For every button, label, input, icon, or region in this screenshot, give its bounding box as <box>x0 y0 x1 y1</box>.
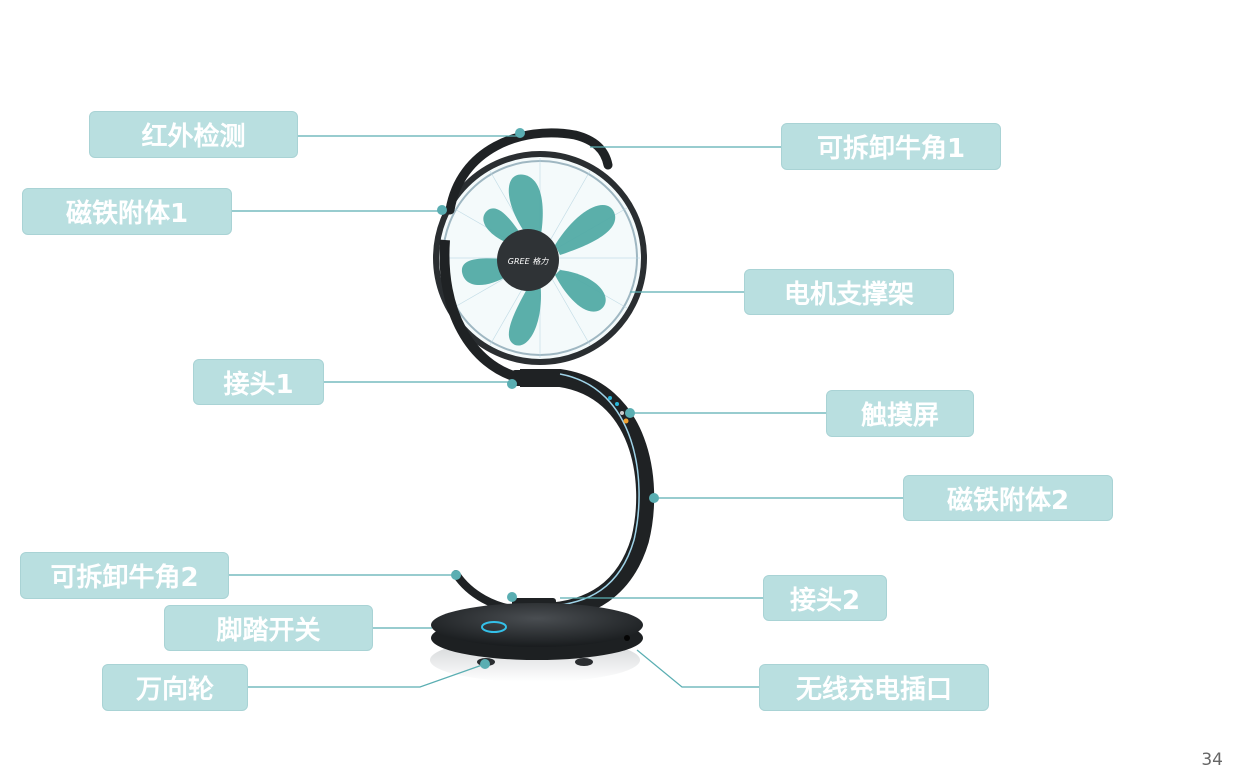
connector-lines <box>228 135 903 688</box>
callout-touchscreen: 触摸屏 <box>826 390 974 437</box>
brand-logo: GREE 格力 <box>508 257 549 266</box>
fan-base <box>431 603 643 666</box>
callout-magnet-2: 磁铁附体2 <box>903 475 1113 521</box>
callout-foot-switch: 脚踏开关 <box>164 605 373 651</box>
callout-joint-2: 接头2 <box>763 575 887 621</box>
joint-1 <box>512 370 554 386</box>
callout-wireless-charging-port: 无线充电插口 <box>759 664 989 711</box>
callout-magnet-1: 磁铁附体1 <box>22 188 232 235</box>
callout-caster: 万向轮 <box>102 664 248 711</box>
callout-horn-2: 可拆卸牛角2 <box>20 552 229 599</box>
callout-motor-bracket: 电机支撑架 <box>744 269 954 315</box>
connector-dots <box>437 128 659 669</box>
callout-joint-1: 接头1 <box>193 359 324 405</box>
fan-head: GREE 格力 <box>433 128 647 365</box>
charging-port <box>624 635 630 641</box>
callout-horn-1: 可拆卸牛角1 <box>781 123 1001 170</box>
page-number: 34 <box>1201 750 1223 770</box>
callout-infrared: 红外检测 <box>89 111 298 158</box>
foot-switch-ring <box>481 621 507 633</box>
motor-hub <box>497 229 559 291</box>
horn-1 <box>445 128 613 215</box>
